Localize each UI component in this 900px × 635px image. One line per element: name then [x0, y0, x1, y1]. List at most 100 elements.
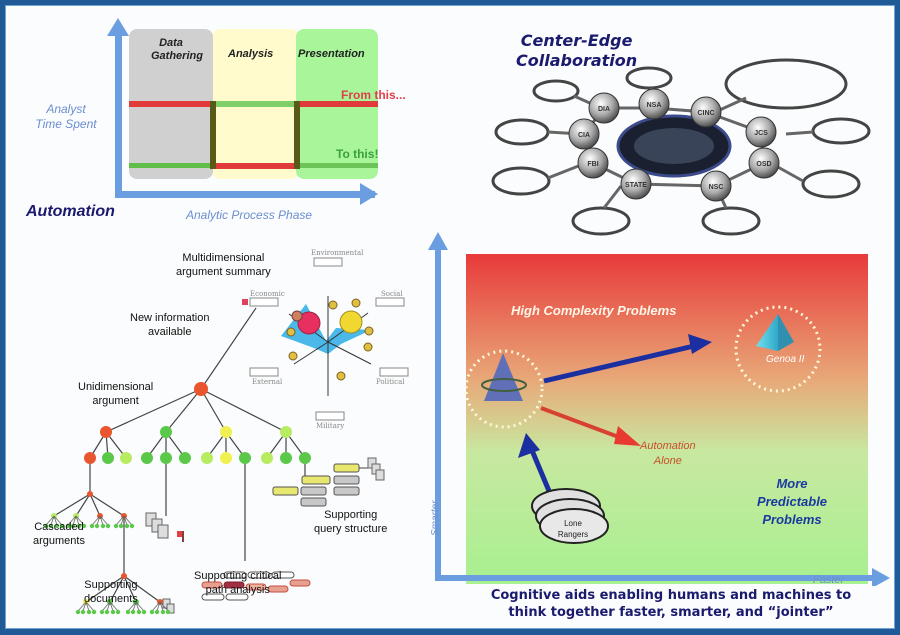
- leaf-node: [130, 609, 136, 615]
- agency-node-label: OSD: [756, 161, 771, 168]
- agency-node-label: CINC: [697, 110, 714, 117]
- outer-ring: [494, 118, 550, 146]
- phase-label-analysis: Analysis: [228, 48, 274, 60]
- leaf-node: [154, 609, 160, 615]
- argument-node: [100, 426, 112, 438]
- dimension-box: [313, 257, 343, 267]
- from-line-segment: [213, 101, 297, 107]
- dimension-box: [249, 367, 279, 377]
- collaboration-title: Center-Edge Collaboration: [516, 31, 638, 70]
- leaf-node: [165, 609, 171, 615]
- leaf-node: [104, 609, 110, 615]
- from-line-segment: [296, 101, 378, 107]
- multidimensional-label: Multidimensional argument summary: [176, 252, 271, 278]
- leaf-node: [76, 523, 82, 529]
- faster-axis-label: Faster: [813, 574, 845, 586]
- argument-node: [84, 452, 96, 464]
- x-axis-arrowhead: [872, 568, 890, 586]
- leaf-node: [43, 523, 49, 529]
- leaf-node: [99, 609, 105, 615]
- x-axis-arrowhead: [360, 183, 378, 205]
- x-axis: [435, 575, 875, 581]
- to-line-segment: [296, 163, 378, 168]
- document-icon: [157, 524, 169, 539]
- phase-label-data-gathering: Data Gathering: [151, 37, 203, 62]
- leaf-node: [59, 523, 65, 529]
- y-axis-arrowhead: [428, 232, 448, 250]
- argument-node: [121, 573, 127, 579]
- to-line-segment: [129, 163, 213, 168]
- leaf-node: [70, 523, 76, 529]
- argument-node: [239, 452, 251, 464]
- predictable-problems-label: More Predictable Problems: [756, 476, 828, 527]
- dimension-box: [375, 297, 405, 307]
- outer-ring: [571, 206, 631, 236]
- dimension-label-political: Political: [376, 378, 405, 386]
- argument-node: [141, 452, 153, 464]
- agency-node: [700, 170, 732, 202]
- agency-node: [620, 168, 652, 200]
- dimension-box: [315, 411, 345, 421]
- smarter-axis-label: Smarter: [430, 500, 441, 536]
- argument-node: [220, 426, 232, 438]
- outer-ring: [701, 206, 761, 236]
- leaf-node: [149, 609, 155, 615]
- leaf-node: [100, 523, 106, 529]
- supporting-documents-label: Supporting documents: [84, 579, 138, 605]
- agency-node-label: CIA: [578, 132, 590, 139]
- argument-node: [87, 491, 93, 497]
- leaf-node: [81, 523, 87, 529]
- leaf-node: [80, 609, 86, 615]
- document-icon: [375, 469, 385, 481]
- diagram-frame: Data Gathering Analysis Presentation Fro…: [5, 5, 895, 629]
- leaf-node: [105, 523, 111, 529]
- lone-ranger-disc: [539, 508, 609, 544]
- agency-node: [745, 116, 777, 148]
- leaf-node: [141, 609, 147, 615]
- document-icon: [166, 603, 175, 614]
- argument-node: [179, 452, 191, 464]
- leaf-node: [86, 609, 92, 615]
- multidimensional-radar: [281, 296, 374, 396]
- y-axis-label: Analyst Time Spent: [35, 102, 97, 131]
- argument-node: [220, 452, 232, 464]
- leaf-node: [65, 523, 71, 529]
- high-complexity-label: High Complexity Problems: [511, 303, 677, 318]
- leaf-node: [118, 523, 124, 529]
- argument-node: [261, 452, 273, 464]
- genoa-ii-label: Genoa II: [766, 354, 805, 365]
- from-line-segment: [129, 101, 213, 107]
- argument-node: [280, 452, 292, 464]
- genoa-ii-circle: [734, 305, 822, 393]
- dimension-label-social: Social: [381, 290, 403, 298]
- agency-node-label: NSA: [647, 102, 662, 109]
- dimension-box: [379, 367, 409, 377]
- outer-ring: [811, 117, 871, 145]
- dimension-label-military: Military: [316, 422, 345, 430]
- leaf-node: [160, 609, 166, 615]
- leaf-node: [124, 523, 130, 529]
- argument-node: [280, 426, 292, 438]
- agency-node-label: STATE: [625, 182, 647, 189]
- arrow-to-genoa-ii: [543, 343, 695, 384]
- agency-node: [568, 118, 600, 150]
- leaf-node: [125, 609, 131, 615]
- x-axis-label: Analytic Process Phase: [186, 208, 313, 222]
- argument-node: [299, 452, 311, 464]
- critical-path-label: Supporting critical path analysis: [194, 570, 282, 596]
- genoa-circle: [464, 349, 544, 429]
- agency-node-label: DIA: [598, 106, 610, 113]
- flag-icon: [177, 531, 183, 537]
- dimension-label-external: External: [252, 378, 283, 386]
- cascaded-arguments-label: Cascaded arguments: [33, 521, 85, 547]
- leaf-node: [94, 523, 100, 529]
- argument-node: [102, 452, 114, 464]
- dimension-label-economic: Economic: [250, 290, 285, 298]
- automation-chart: [107, 18, 378, 205]
- leaf-node: [113, 523, 119, 529]
- genoa-ii-pyramid-icon: [756, 314, 778, 351]
- query-structure-diagram: [272, 457, 385, 507]
- leaf-node: [115, 609, 121, 615]
- agency-node: [638, 88, 670, 120]
- y-axis: [115, 32, 122, 196]
